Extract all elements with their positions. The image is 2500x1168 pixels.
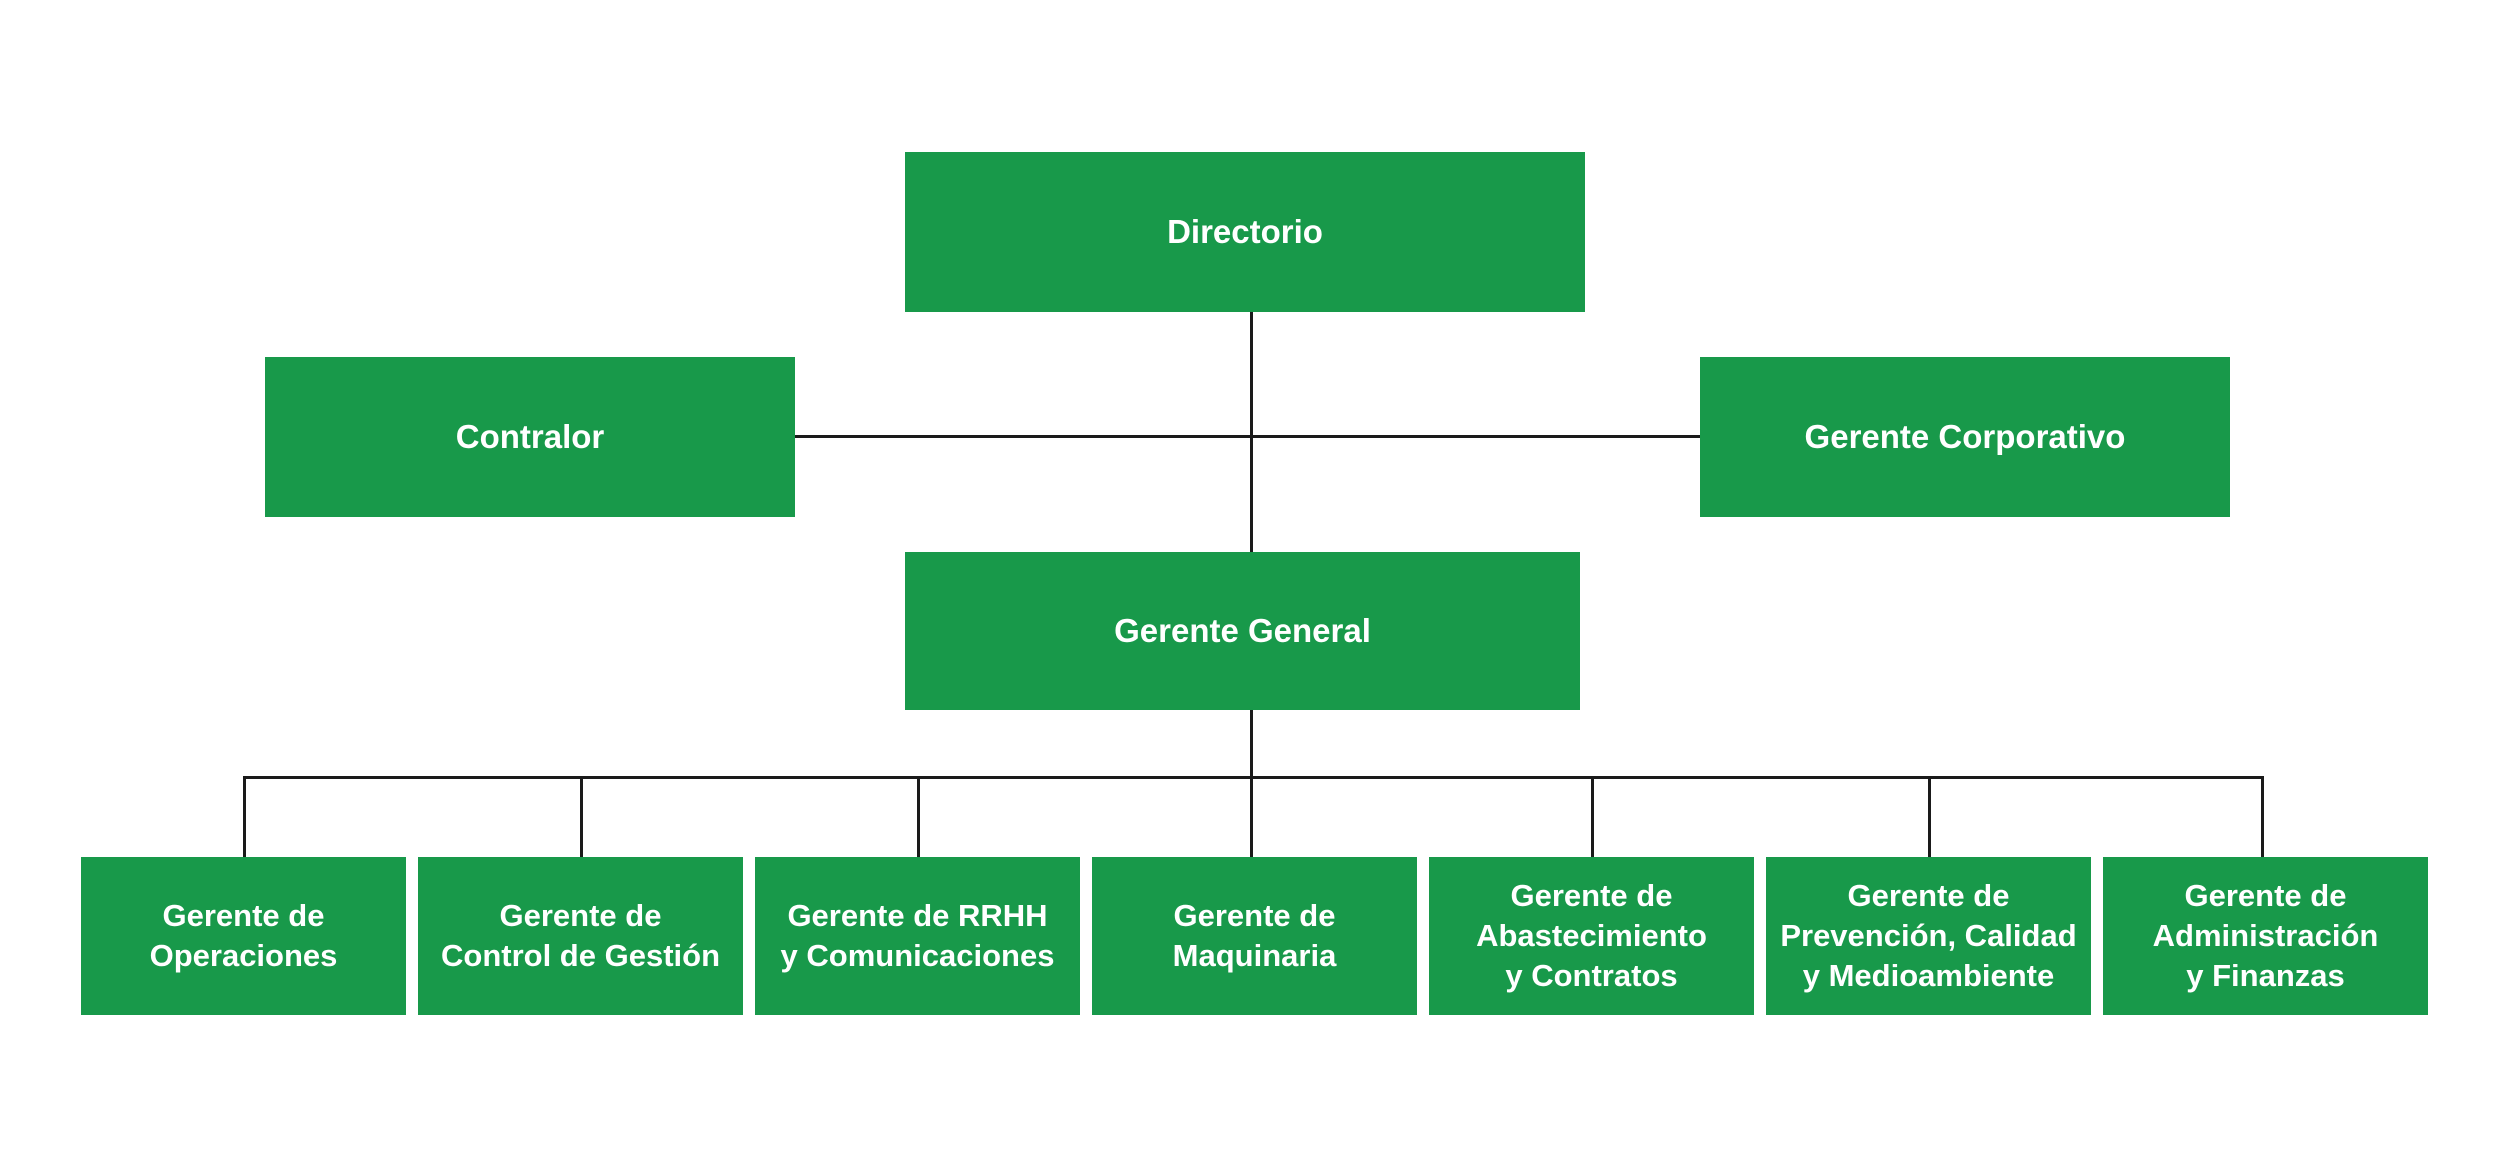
org-box-contralor-label: Contralor: [455, 417, 605, 455]
connector-gerente-general-to-rail: [1250, 710, 1253, 778]
connector-staff-crossbar: [795, 435, 1700, 438]
org-box-gerente-maquinaria-label: Gerente de Maquinaria: [1172, 898, 1337, 973]
org-box-gerente-general-label: Gerente General: [1114, 611, 1371, 649]
org-box-gerente-corporativo[interactable]: Gerente Corporativo: [1700, 357, 2230, 517]
org-box-directorio-label: Directorio: [1167, 212, 1323, 250]
org-box-gerente-operaciones-label: Gerente de Operaciones: [149, 898, 338, 973]
connector-drop-2: [580, 776, 583, 857]
org-box-gerente-abastecimiento-contratos-label: Gerente de Abastecimiento y Contratos: [1476, 878, 1707, 993]
connector-departments-rail: [243, 776, 2264, 779]
connector-drop-3: [917, 776, 920, 857]
connector-drop-4: [1250, 776, 1253, 857]
org-box-gerente-control-gestion[interactable]: Gerente de Control de Gestión: [418, 857, 743, 1015]
connector-drop-5: [1591, 776, 1594, 857]
connector-directorio-to-gerente-general: [1250, 312, 1253, 552]
org-box-gerente-rrhh-comunicaciones[interactable]: Gerente de RRHH y Comunicaciones: [755, 857, 1080, 1015]
org-box-gerente-administracion-finanzas[interactable]: Gerente de Administración y Finanzas: [2103, 857, 2428, 1015]
org-box-gerente-corporativo-label: Gerente Corporativo: [1804, 417, 2126, 455]
connector-drop-6: [1928, 776, 1931, 857]
org-box-gerente-prevencion-calidad-medioambiente-label: Gerente de Prevención, Calidad y Medioam…: [1780, 878, 2077, 993]
org-box-gerente-general[interactable]: Gerente General: [905, 552, 1580, 710]
org-box-gerente-control-gestion-label: Gerente de Control de Gestión: [441, 898, 720, 973]
org-box-gerente-administracion-finanzas-label: Gerente de Administración y Finanzas: [2152, 878, 2379, 993]
org-box-contralor[interactable]: Contralor: [265, 357, 795, 517]
org-box-directorio[interactable]: Directorio: [905, 152, 1585, 312]
org-box-gerente-rrhh-comunicaciones-label: Gerente de RRHH y Comunicaciones: [780, 898, 1055, 973]
org-box-gerente-operaciones[interactable]: Gerente de Operaciones: [81, 857, 406, 1015]
connector-drop-1: [243, 776, 246, 857]
org-box-gerente-abastecimiento-contratos[interactable]: Gerente de Abastecimiento y Contratos: [1429, 857, 1754, 1015]
org-box-gerente-prevencion-calidad-medioambiente[interactable]: Gerente de Prevención, Calidad y Medioam…: [1766, 857, 2091, 1015]
org-box-gerente-maquinaria[interactable]: Gerente de Maquinaria: [1092, 857, 1417, 1015]
connector-drop-7: [2261, 776, 2264, 857]
